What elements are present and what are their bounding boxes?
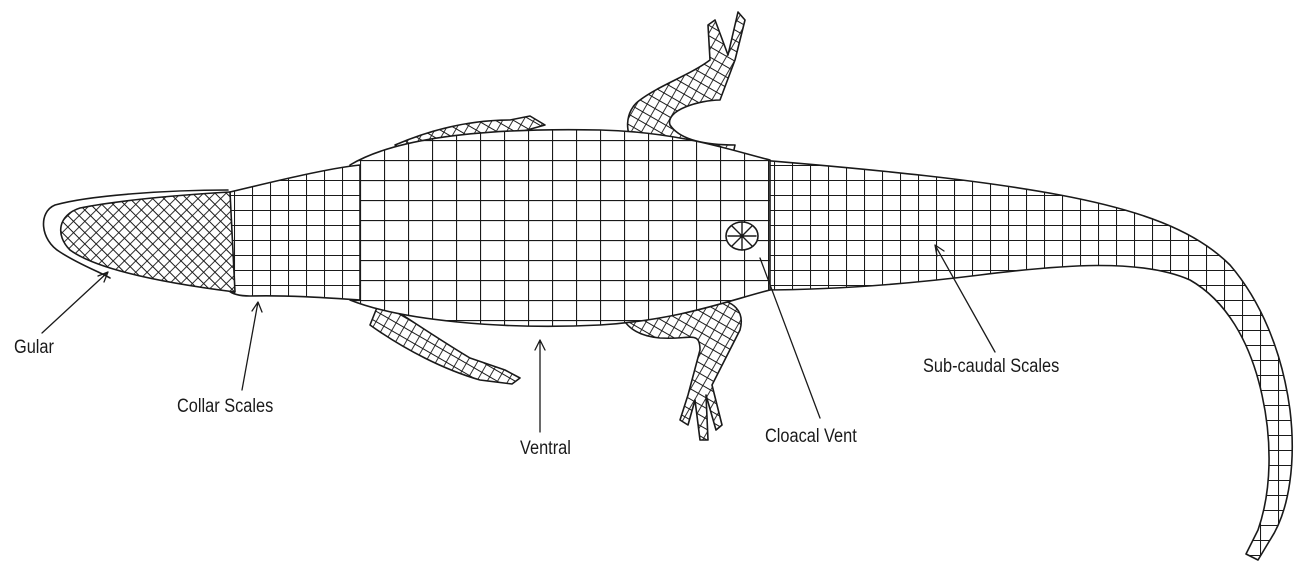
pointer-ventral — [535, 340, 545, 432]
pointer-collar — [242, 302, 262, 390]
neck — [228, 165, 360, 300]
body — [350, 130, 770, 327]
label-gular: Gular — [14, 337, 54, 359]
label-cloacal-vent: Cloacal Vent — [765, 426, 857, 448]
cloacal-vent — [726, 222, 758, 250]
label-sub-caudal-scales: Sub-caudal Scales — [923, 356, 1059, 378]
pointer-gular — [42, 272, 108, 333]
label-ventral: Ventral — [520, 438, 571, 460]
head — [61, 192, 235, 292]
label-collar-scales: Collar Scales — [177, 396, 273, 418]
